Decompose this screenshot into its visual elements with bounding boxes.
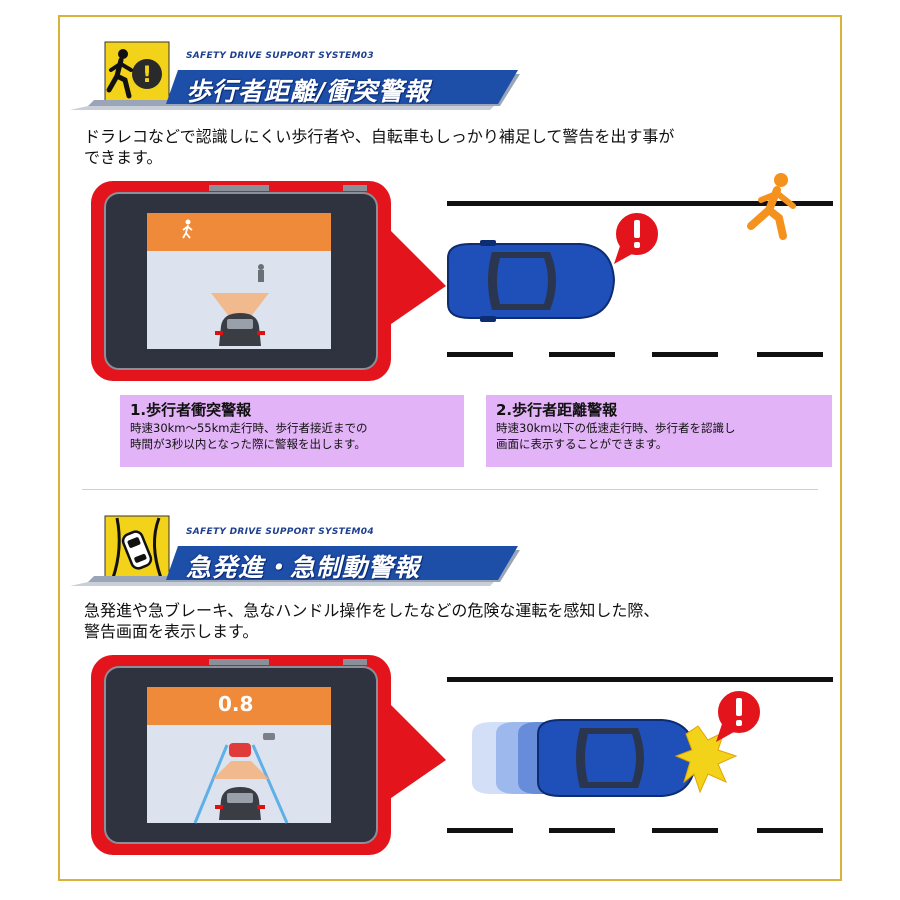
running-pedestrian-icon xyxy=(747,173,796,240)
section2-road-dash xyxy=(549,828,615,833)
section1-device-illustration xyxy=(91,181,446,381)
section2-title-banner: 急発進・急制動警報 xyxy=(70,542,520,588)
section2-road-dash xyxy=(447,828,513,833)
warning-exclamation-icon xyxy=(716,689,762,742)
section1-title-banner: 歩行者距離/衝突警報 xyxy=(70,66,520,112)
section1-title: 歩行者距離/衝突警報 xyxy=(186,77,431,106)
section2-badge xyxy=(103,514,171,582)
section1-car-top-view xyxy=(447,240,616,322)
svg-text:!: ! xyxy=(142,63,152,88)
section1-road-dash xyxy=(549,352,615,357)
info-box-pedestrian-distance: 2.歩行者距離警報 時速30km以下の低速走行時、歩行者を認識し 画面に表示する… xyxy=(486,395,832,467)
screen-value-readout: 0.8 xyxy=(218,692,254,716)
section2-system-label: SAFETY DRIVE SUPPORT SYSTEM04 xyxy=(186,527,374,537)
section2-road-top-line xyxy=(447,677,833,682)
section1-system-label: SAFETY DRIVE SUPPORT SYSTEM03 xyxy=(186,51,374,61)
info-box-text: 時速30km～55km走行時、歩行者接近までの xyxy=(130,421,368,435)
section2-lead-line1: 急発進や急ブレーキ、急なハンドル操作をしたなどの危険な運転を感知した際、 xyxy=(84,601,660,620)
warning-exclamation-icon xyxy=(614,211,660,264)
info-box-text: 画面に表示することができます。 xyxy=(496,437,668,451)
section1-road-dash xyxy=(757,352,823,357)
swerving-car-icon xyxy=(104,515,170,581)
section1-lead-line1: ドラレコなどで認識しにくい歩行者や、自転車もしっかり補足して警告を出す事が xyxy=(84,127,675,146)
running-pedestrian-warning-icon: ! xyxy=(104,41,170,107)
section-divider xyxy=(82,489,818,490)
content-frame xyxy=(58,15,842,881)
section2-road-dash xyxy=(652,828,718,833)
section1-road-dash xyxy=(652,352,718,357)
section1-road-dash xyxy=(447,352,513,357)
section2-title: 急発進・急制動警報 xyxy=(186,553,421,582)
info-box-pedestrian-collision: 1.歩行者衝突警報 時速30km～55km走行時、歩行者接近までの 時間が3秒以… xyxy=(120,395,464,467)
section2-braking-car-illustration xyxy=(472,719,738,797)
info-box-heading: 2.歩行者距離警報 xyxy=(496,401,618,419)
section2-device-illustration xyxy=(91,655,446,855)
section1-lead-line2: できます。 xyxy=(84,148,163,167)
section1-badge: ! xyxy=(103,40,171,108)
info-box-text: 時間が3秒以内となった際に警報を出します。 xyxy=(130,437,366,451)
section2-lead-line2: 警告画面を表示します。 xyxy=(84,622,259,641)
info-box-heading: 1.歩行者衝突警報 xyxy=(130,401,252,419)
info-box-text: 時速30km以下の低速走行時、歩行者を認識し xyxy=(496,421,736,435)
section2-road-dash xyxy=(757,828,823,833)
section1-road-top-line xyxy=(447,201,833,206)
